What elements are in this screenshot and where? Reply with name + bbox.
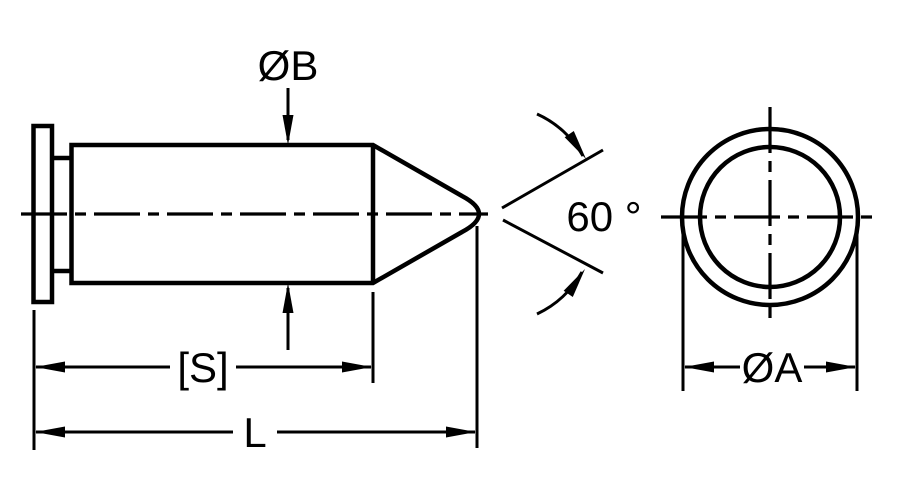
angle-upper-line: [501, 148, 604, 210]
angle-upper-arrow-icon: [564, 131, 586, 159]
diameter-b-bottom-arrow-icon: [282, 283, 294, 313]
inner-circle: [697, 144, 843, 290]
dim-body-length: [S]: [32, 292, 375, 450]
l-right-arrow-icon: [446, 426, 476, 438]
overall-length-label: L: [243, 409, 266, 456]
outer-circle: [679, 126, 861, 308]
body-and-cone-outline: [69, 142, 482, 286]
s-left-arrow-icon: [35, 361, 65, 373]
dim-diameter-b: ØB: [258, 42, 319, 350]
flange-outline: [31, 123, 55, 305]
body-length-label: [S]: [177, 344, 228, 391]
s-right-arrow-icon: [342, 361, 372, 373]
angle-lower-leader-arc: [536, 271, 584, 316]
dim-point-angle: 60 °: [501, 112, 642, 316]
end-view: [661, 107, 879, 324]
side-view: [21, 123, 488, 305]
angle-lower-line: [502, 218, 604, 275]
angle-upper-leader-arc: [536, 112, 585, 157]
diameter-b-top-arrow-icon: [282, 115, 294, 145]
dim-overall-length: L: [35, 226, 479, 456]
dim-diameter-a: ØA: [681, 226, 859, 391]
a-right-arrow-icon: [826, 361, 856, 373]
diameter-a-label: ØA: [742, 344, 803, 391]
a-left-arrow-icon: [684, 361, 714, 373]
angle-lower-arrow-icon: [563, 269, 585, 297]
point-angle-label: 60 °: [566, 193, 641, 240]
diameter-b-label: ØB: [258, 42, 319, 89]
l-left-arrow-icon: [35, 426, 65, 438]
